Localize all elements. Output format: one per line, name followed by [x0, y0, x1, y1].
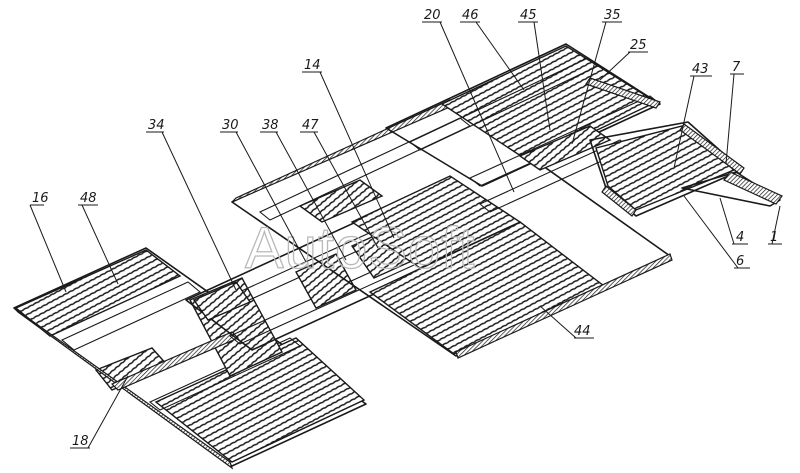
- watermark-text: AutoSoft: [245, 216, 475, 281]
- callout-46: 46: [462, 8, 479, 23]
- left-panel: [13, 247, 367, 470]
- callout-4: 4: [736, 230, 744, 245]
- callouts: 16 48 34 30 38 47 14 20 46 45 35 25: [29, 8, 782, 449]
- callout-25: 25: [630, 38, 647, 53]
- callout-7: 7: [732, 60, 741, 75]
- center-panel: [231, 99, 673, 359]
- callout-16: 16: [32, 191, 49, 206]
- callout-44: 44: [574, 324, 591, 339]
- callout-34: 34: [148, 118, 165, 133]
- callout-47: 47: [302, 118, 319, 133]
- callout-35: 35: [604, 8, 621, 23]
- callout-18: 18: [72, 434, 89, 449]
- callout-38: 38: [262, 118, 279, 133]
- callout-30: 30: [222, 118, 239, 133]
- upper-right-panel: [385, 43, 662, 187]
- callout-43: 43: [692, 62, 709, 77]
- callout-14: 14: [304, 58, 321, 73]
- callout-20: 20: [424, 8, 441, 23]
- callout-6: 6: [736, 254, 744, 269]
- callout-1: 1: [770, 230, 778, 245]
- tail-section: [589, 121, 783, 217]
- callout-48: 48: [80, 191, 97, 206]
- callout-45: 45: [520, 8, 537, 23]
